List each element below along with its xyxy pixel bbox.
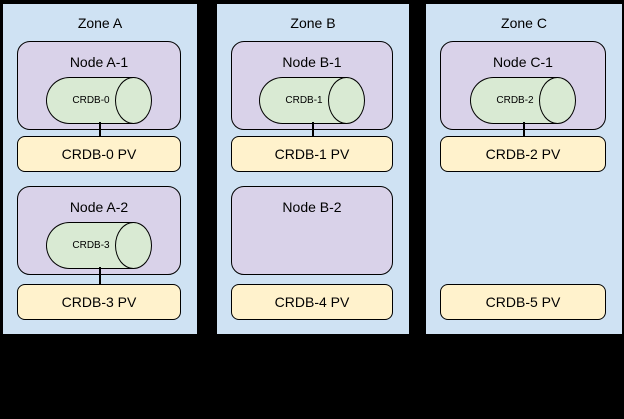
zone-b-title: Zone B [290,15,336,31]
crdb-2-pv-label: CRDB-2 PV [485,146,561,162]
node-b-2-empty: Node B-2 [231,186,393,275]
node-a-2-title: Node A-2 [69,199,129,215]
crdb-3-pod-cylinder: CRDB-3 [46,222,152,269]
zone-c-title: Zone C [501,15,547,31]
node-a-1: Node A-1 CRDB-0 [17,41,181,130]
node-b-2-title: Node B-2 [282,199,342,215]
cylinder-cap [539,77,576,124]
crdb-1-pv: CRDB-1 PV [231,136,393,172]
node-a-1-title: Node A-1 [69,54,129,70]
node-b-1: Node B-1 CRDB-1 [231,41,393,130]
crdb-4-pv: CRDB-4 PV [231,284,393,320]
node-c-1-title: Node C-1 [493,54,553,70]
node-c-1: Node C-1 CRDB-2 [440,41,606,130]
crdb-3-pv-label: CRDB-3 PV [61,294,137,310]
node-a-2: Node A-2 CRDB-3 [17,186,181,275]
cylinder-cap [115,77,152,124]
crdb-3-pv: CRDB-3 PV [17,284,181,320]
crdb-4-pv-label: CRDB-4 PV [274,294,350,310]
crdb-1-pod-label: CRDB-1 [285,95,323,106]
crdb-0-pod-cylinder: CRDB-0 [46,77,152,124]
crdb-1-pv-label: CRDB-1 PV [274,146,350,162]
cylinder-cap [328,77,365,124]
connector-crdb-3-to-pv [99,267,101,285]
crdb-3-pod-label: CRDB-3 [72,240,110,251]
cylinder-cap [115,222,152,269]
crdb-2-pv: CRDB-2 PV [440,136,606,172]
connector-crdb-2-to-pv [523,122,525,137]
zone-a-title: Zone A [77,15,123,31]
crdb-5-pv-label: CRDB-5 PV [485,294,561,310]
crdb-5-pv: CRDB-5 PV [440,284,606,320]
crdb-0-pod-label: CRDB-0 [72,95,110,106]
crdb-1-pod-cylinder: CRDB-1 [259,77,365,124]
crdb-0-pv: CRDB-0 PV [17,136,181,172]
connector-crdb-1-to-pv [312,122,314,137]
zone-b: Zone B Node B-1 CRDB-1 CRDB-1 PV Node B-… [216,3,410,335]
crdb-2-pod-cylinder: CRDB-2 [470,77,576,124]
zone-c: Zone C Node C-1 CRDB-2 CRDB-2 PV CRDB-5 … [425,3,623,335]
connector-crdb-0-to-pv [99,122,101,137]
zone-a: Zone A Node A-1 CRDB-0 CRDB-0 PV Node A-… [2,3,198,335]
crdb-2-pod-label: CRDB-2 [496,95,534,106]
node-b-1-title: Node B-1 [282,54,342,70]
crdb-0-pv-label: CRDB-0 PV [61,146,137,162]
